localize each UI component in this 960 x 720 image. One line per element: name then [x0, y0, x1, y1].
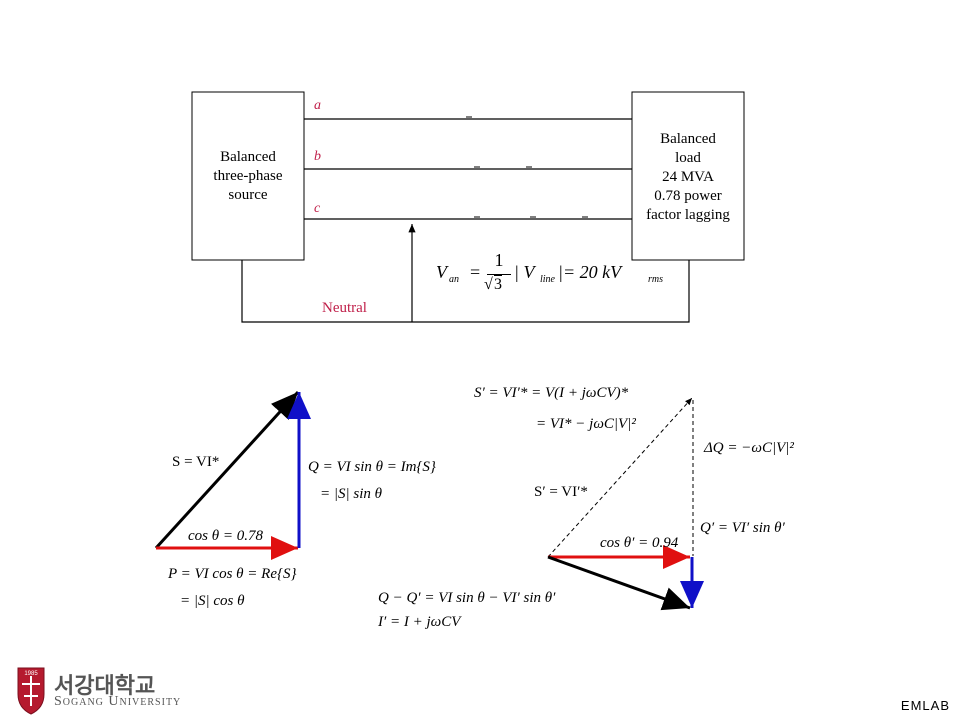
q-prime-equation: Q′ = VI′ sin θ′: [700, 520, 785, 536]
university-logo: 서강대학교 Sogang University: [14, 666, 194, 716]
logo-korean: 서강대학교: [54, 673, 156, 698]
p-equation: P = VI cos θ = Re{S}: [168, 566, 297, 582]
load-label: Balanced load 24 MVA 0.78 power factor l…: [646, 131, 730, 223]
footer-label: EMLAB: [900, 698, 950, 713]
i-prime-equation: I′ = I + jωCV: [378, 614, 461, 630]
phase-c-label: c: [314, 201, 321, 216]
phase-b-label: b: [314, 149, 321, 164]
s-prime-equation-b: = VI* − jωC|V|²: [536, 416, 636, 432]
s-vector: [154, 390, 300, 550]
neutral-wire: [241, 260, 690, 323]
q-equation-b: = |S| sin θ: [320, 486, 382, 502]
cos-theta-label: cos θ = 0.78: [188, 528, 263, 544]
load-box: [631, 91, 745, 261]
neutral-label: Neutral: [322, 300, 367, 316]
p-equation-b: = |S| cos θ: [180, 593, 245, 609]
phase-a-label: a: [314, 98, 321, 113]
source-box: [191, 91, 305, 261]
s-prime-equation: S′ = VI′* = V(I + jωCV)*: [474, 385, 629, 401]
q-equation: Q = VI sin θ = Im{S}: [308, 459, 436, 475]
emblem-text: 1985: [24, 671, 38, 677]
source-label: Balanced three-phase source: [213, 149, 283, 203]
logo-english: Sogang University: [54, 694, 182, 709]
q-difference-equation: Q − Q′ = VI sin θ − VI′ sin θ′: [378, 590, 556, 606]
delta-q-equation: ΔQ = −ωC|V|²: [704, 440, 794, 456]
cos-theta-prime-label: cos θ′ = 0.94: [600, 535, 679, 551]
s-prime-short: S′ = VI′*: [534, 484, 588, 500]
s-prime-dashed: [547, 397, 693, 558]
s-prime-vector: [547, 555, 691, 611]
university-emblem: [17, 667, 45, 715]
s-equation: S = VI*: [172, 454, 220, 470]
